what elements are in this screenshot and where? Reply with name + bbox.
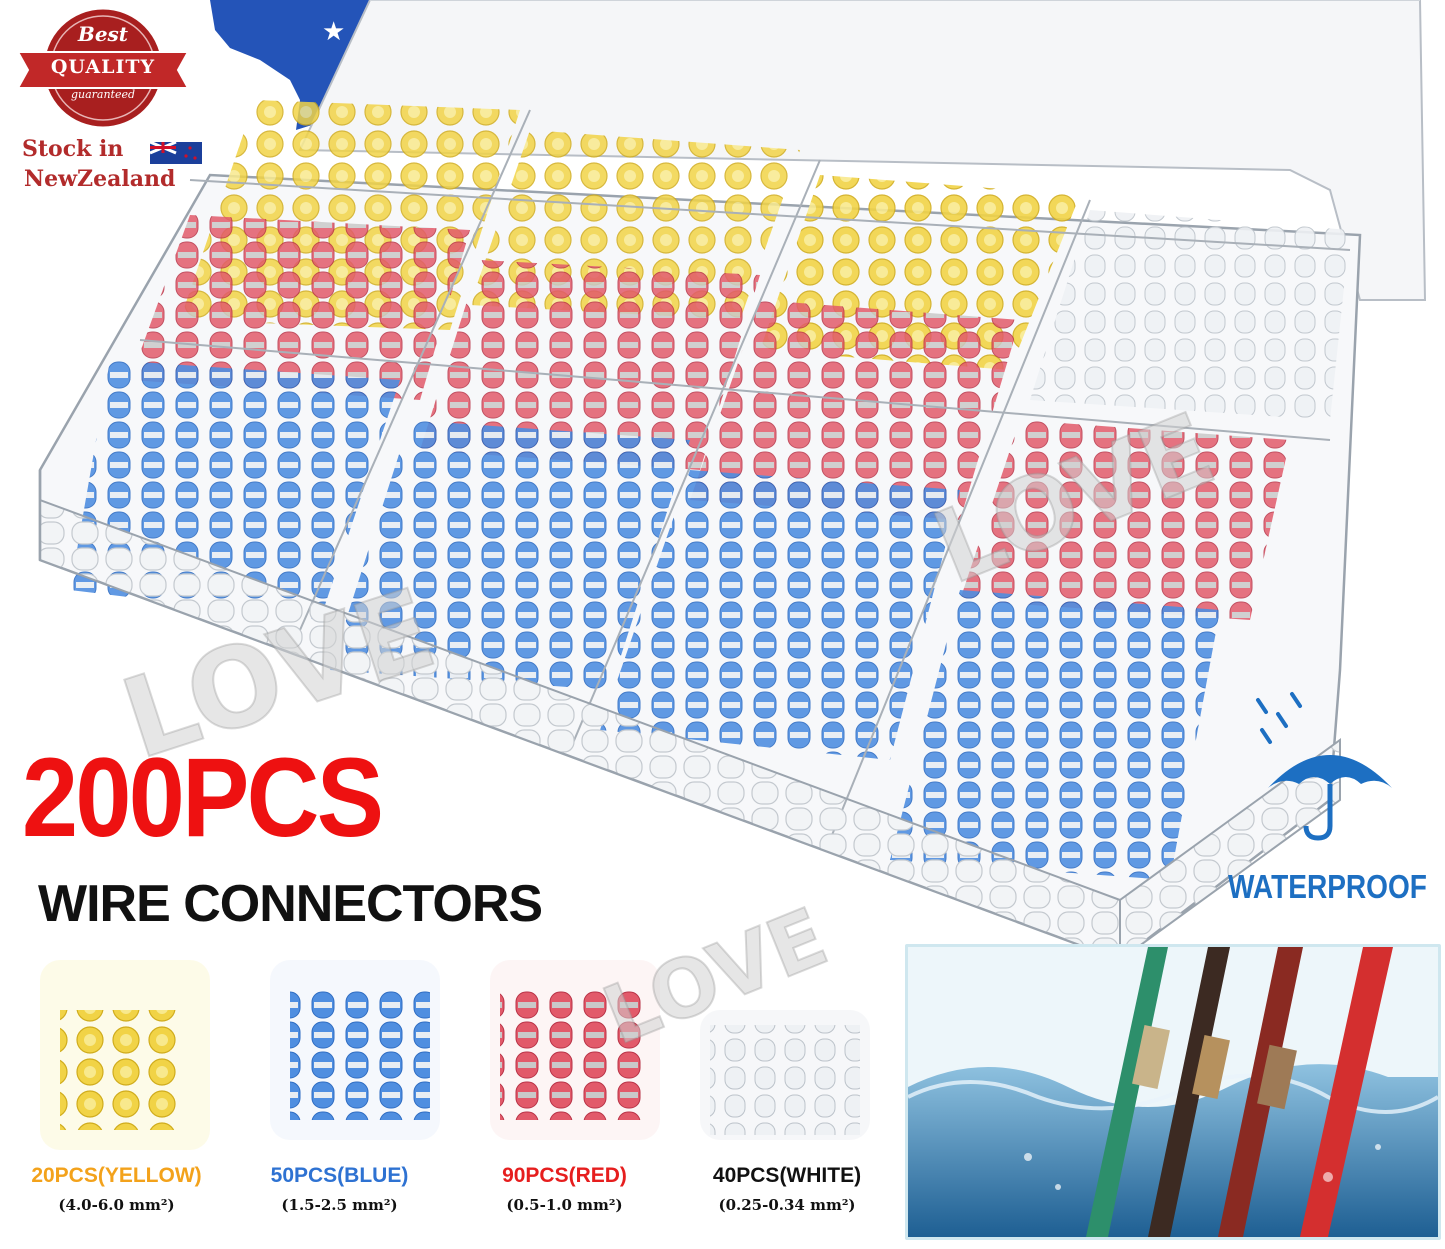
yellow-caption: 20PCS(YELLOW) <box>31 1164 202 1187</box>
nz-flag-icon <box>149 140 202 164</box>
yellow-connector-bundle <box>40 960 210 1150</box>
stock-country-label: NewZealand <box>24 166 176 192</box>
red-caption: 90PCS(RED) <box>502 1164 627 1187</box>
stock-in-label: Stock in <box>22 136 124 162</box>
waterproof-demo-photo <box>905 944 1441 1240</box>
umbrella-rain-icon <box>1256 692 1392 841</box>
badge-best-text: Best <box>77 22 129 46</box>
blue-spec: (1.5-2.5 mm²) <box>281 1196 398 1214</box>
nz-map-shape <box>210 0 385 130</box>
svg-text:★: ★ <box>322 17 345 47</box>
blue-caption: 50PCS(BLUE) <box>270 1164 409 1187</box>
yellow-spec: (4.0-6.0 mm²) <box>58 1196 175 1214</box>
red-connector-bundle <box>490 960 660 1140</box>
white-spec: (0.25-0.34 mm²) <box>718 1196 856 1214</box>
quality-badge-icon <box>16 6 190 130</box>
headline-count: 200PCS <box>22 735 384 860</box>
white-caption: 40PCS(WHITE) <box>712 1164 862 1187</box>
badge-quality-text: QUALITY <box>50 56 156 78</box>
red-spec: (0.5-1.0 mm²) <box>506 1196 623 1214</box>
headline-subtitle: WIRE CONNECTORS <box>38 875 543 933</box>
waterproof-label: WATERPROOF <box>1228 868 1427 905</box>
white-connector-bundle <box>700 1010 870 1140</box>
blue-connector-bundle <box>270 960 440 1140</box>
badge-guaranteed-text: guaranteed <box>70 88 136 101</box>
